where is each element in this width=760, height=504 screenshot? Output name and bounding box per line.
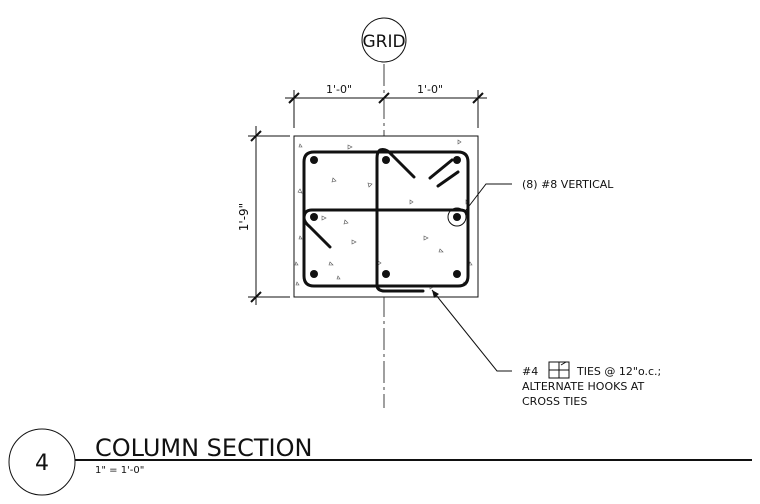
ties-prefix-label: #4 (522, 365, 538, 378)
rebar-vertical (310, 156, 318, 164)
grid-label: GRID (362, 32, 405, 52)
rebar-vertical (310, 270, 318, 278)
rebar-vertical (382, 270, 390, 278)
vertical-bars (310, 156, 461, 278)
dimension-vertical-label: 1'-9" (237, 203, 251, 231)
grid-bubble: GRID (361, 17, 407, 63)
detail-scale: 1" = 1'-0" (95, 465, 144, 476)
detail-title: COLUMN SECTION (95, 434, 312, 462)
title-block: 4 COLUMN SECTION 1" = 1'-0" (8, 428, 752, 496)
rebar-vertical (382, 156, 390, 164)
leader-ties (431, 289, 512, 372)
rebar-vertical (453, 270, 461, 278)
vertical-cross-tie (375, 148, 425, 293)
dimension-right-label: 1'-0" (417, 83, 443, 96)
ties-line2-label: ALTERNATE HOOKS AT (522, 380, 644, 393)
rebar-vertical (310, 213, 318, 221)
horizontal-cross-tie (302, 208, 470, 252)
seismic-hook (436, 170, 460, 188)
leader-arrowhead (432, 290, 439, 298)
perimeter-tie (302, 150, 470, 288)
tie-symbol-icon (548, 361, 570, 379)
vertical-dimension: 1'-9" (237, 126, 290, 305)
rebar-vertical (453, 213, 461, 221)
vertical-bars-label: (8) #8 VERTICAL (522, 178, 614, 191)
leader-vertical-bars (465, 183, 512, 211)
rebar-vertical (453, 156, 461, 164)
bar-callout-circle (447, 207, 467, 227)
seismic-hook (428, 158, 454, 180)
ties-line3-label: CROSS TIES (522, 395, 587, 408)
detail-number: 4 (35, 451, 49, 476)
ties-suffix-label: TIES @ 12"o.c.; (576, 365, 661, 378)
dimension-left-label: 1'-0" (326, 83, 352, 96)
top-dimension: 1'-0" 1'-0" (285, 83, 487, 128)
